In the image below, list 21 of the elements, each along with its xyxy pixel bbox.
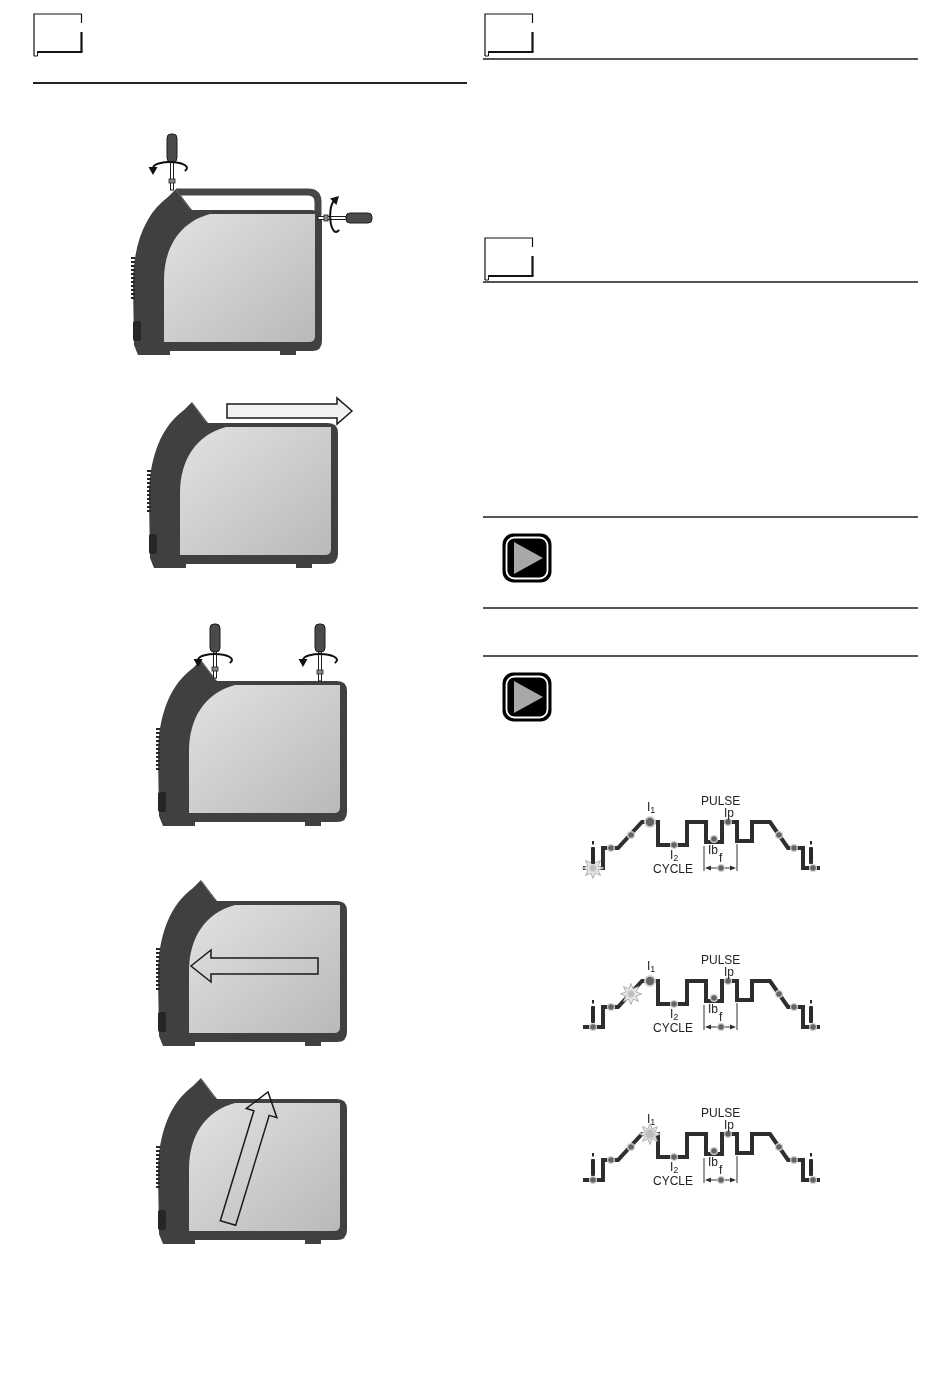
parameter-label: PULSE: [701, 795, 741, 807]
parameter-label: PULSE: [701, 954, 741, 966]
parameter-label: Ip: [724, 807, 734, 819]
parameter-label: CYCLE: [653, 863, 693, 875]
parameter-label: Ib: [708, 1003, 718, 1015]
parameter-label: f: [719, 852, 723, 864]
parameter-label: f: [719, 1011, 723, 1023]
parameter-label: Ip: [724, 1119, 734, 1131]
parameter-label: I$_{1}$: [647, 801, 656, 813]
parameter-label: f: [719, 1164, 723, 1176]
parameter-label: Ip: [724, 966, 734, 978]
parameter-label: I$_{2}$: [670, 1161, 679, 1173]
parameter-label: I$_{1}$: [647, 1113, 656, 1125]
parameter-label: CYCLE: [653, 1175, 693, 1187]
parameter-label: Ib: [708, 844, 718, 856]
parameter-label: CYCLE: [653, 1022, 693, 1034]
parameter-label: I$_{1}$: [647, 960, 656, 972]
parameter-label: PULSE: [701, 1107, 741, 1119]
parameter-label: I$_{2}$: [670, 1008, 679, 1020]
parameter-label: Ib: [708, 1156, 718, 1168]
parameter-label: I$_{2}$: [670, 849, 679, 861]
